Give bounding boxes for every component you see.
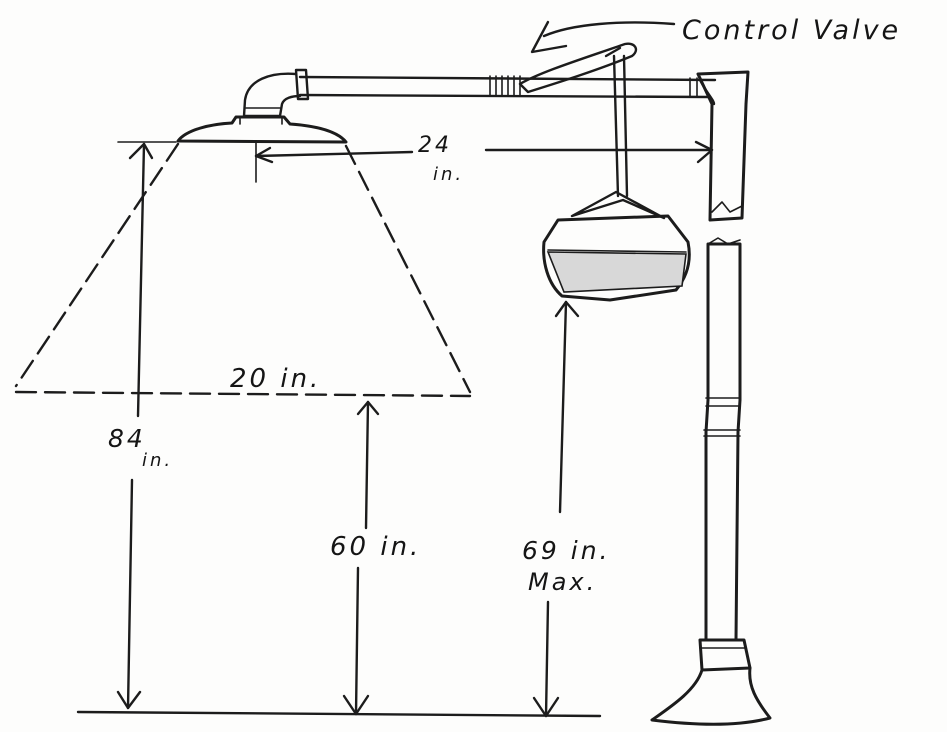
dimension-69-in: [532, 300, 580, 718]
eyewash-bowl: [542, 54, 691, 302]
dimension-84-unit: in.: [142, 450, 174, 471]
shower-elbow: [242, 68, 310, 118]
dimension-69-label: 69 in.: [522, 536, 611, 565]
dimension-60-label: 60 in.: [330, 532, 422, 562]
spray-pattern: [14, 142, 472, 398]
horizontal-pipe: [298, 75, 717, 99]
dimension-24-unit: in.: [433, 164, 465, 185]
dimension-24-in: [254, 140, 714, 183]
dimension-84-value: 84: [108, 424, 146, 453]
control-valve-arrow: [530, 20, 676, 54]
control-valve: [518, 42, 638, 94]
vertical-pipe: [696, 70, 750, 642]
base-flange: [650, 638, 772, 726]
dimension-20-label: 20 in.: [230, 364, 322, 394]
shower-head: [176, 115, 348, 144]
pull-rod: [612, 54, 629, 198]
dimension-84-in: [116, 141, 177, 710]
floor-line: [76, 710, 602, 718]
dimension-24-value: 24: [418, 133, 452, 158]
dimension-60-in: [342, 400, 380, 716]
control-valve-label: Control Valve: [682, 15, 902, 46]
dimension-69-max-label: Max.: [528, 568, 598, 596]
